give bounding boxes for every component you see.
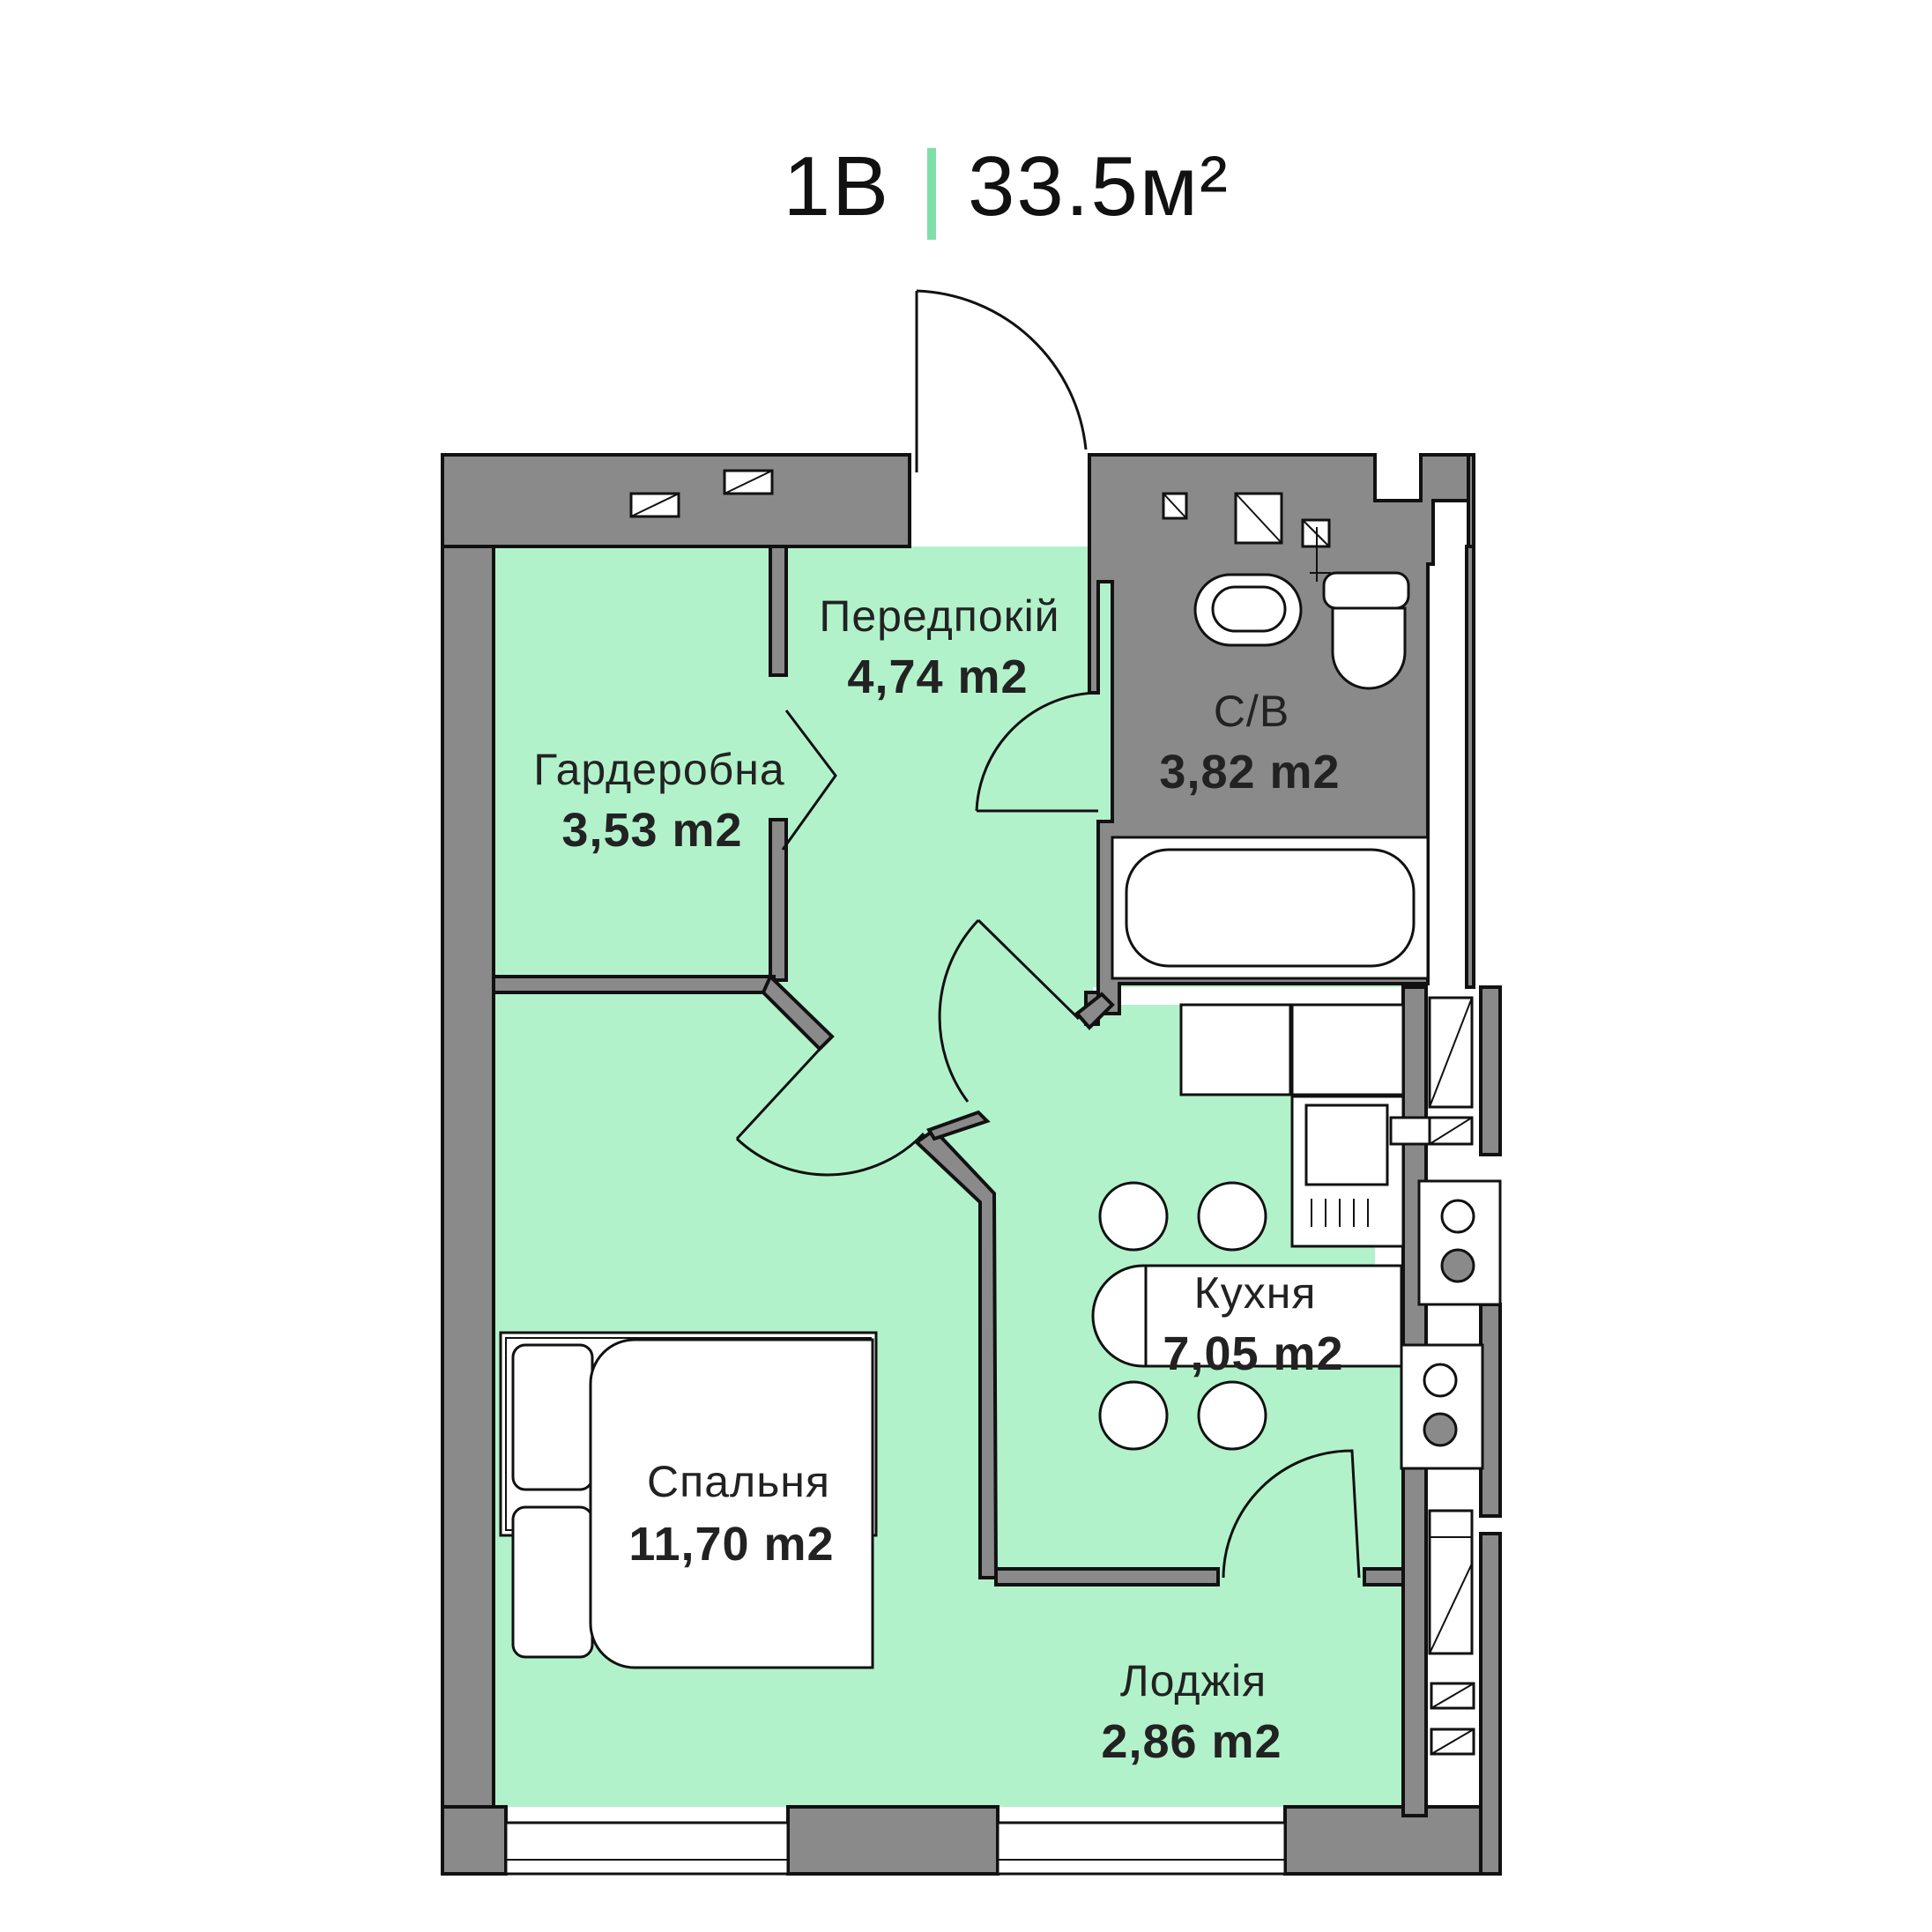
windows-right bbox=[1389, 996, 1502, 1655]
room-name-hallway: Передпокій bbox=[819, 591, 1059, 641]
room-name-wardrobe: Гардеробна bbox=[533, 745, 784, 794]
windows-bottom bbox=[504, 1821, 1287, 1876]
entry-door[interactable] bbox=[908, 289, 1091, 472]
plan-header: 1B 33.5м² bbox=[784, 139, 1230, 240]
room-area-kitchen: 7,05 m2 bbox=[1163, 1327, 1343, 1380]
kitchen-fixtures bbox=[1091, 1003, 1405, 1451]
room-labels: Передпокій 4,74 m2 Гардеробна 3,53 m2 С/… bbox=[533, 591, 1343, 1768]
title-divider bbox=[927, 148, 936, 240]
room-name-kitchen: Кухня bbox=[1194, 1268, 1317, 1318]
room-area-bathroom: 3,82 m2 bbox=[1159, 746, 1340, 799]
room-area-hallway: 4,74 m2 bbox=[847, 650, 1028, 703]
bed bbox=[499, 1331, 878, 1669]
room-name-loggia: Лоджія bbox=[1120, 1656, 1267, 1705]
room-name-bedroom: Спальня bbox=[647, 1457, 830, 1506]
total-area: 33.5м² bbox=[968, 139, 1230, 234]
interior-doors bbox=[735, 691, 1361, 1579]
bathroom-fixtures bbox=[1111, 527, 1430, 980]
vent-markers bbox=[629, 469, 1475, 1756]
room-area-bedroom: 11,70 m2 bbox=[628, 1518, 834, 1571]
unit-code: 1B bbox=[784, 139, 890, 234]
room-name-bathroom: С/В bbox=[1214, 687, 1289, 736]
room-area-wardrobe: 3,53 m2 bbox=[561, 804, 742, 857]
room-area-loggia: 2,86 m2 bbox=[1101, 1715, 1282, 1768]
